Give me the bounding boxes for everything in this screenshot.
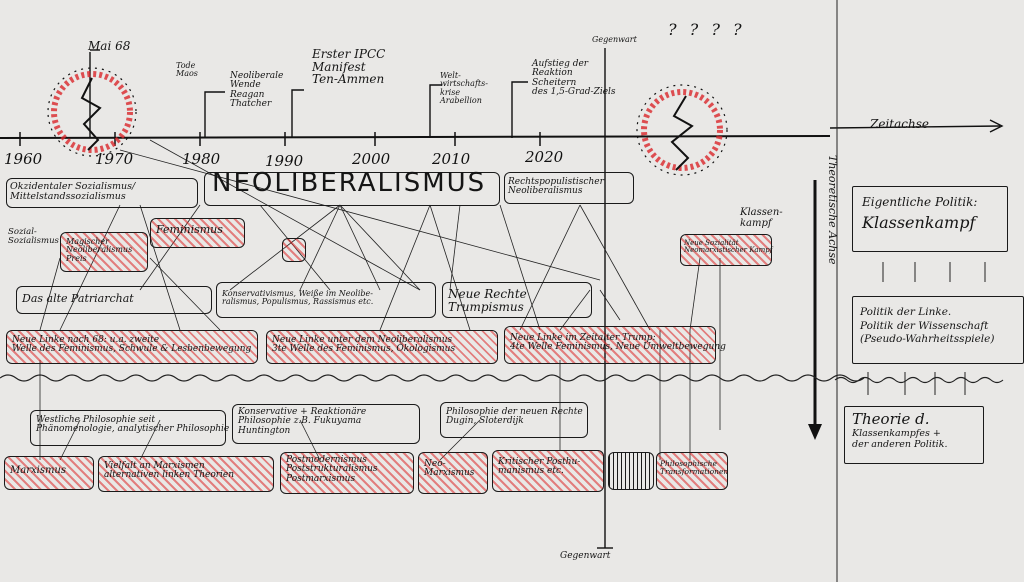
box-kritischer-posthumanismus bbox=[492, 450, 604, 492]
box-neue-linke-68 bbox=[6, 330, 258, 364]
time-axis-arrow bbox=[989, 119, 1004, 133]
box-postmodernismus bbox=[280, 452, 414, 494]
box-rechtspopulismus bbox=[504, 172, 634, 204]
box-neue-linke-trump bbox=[504, 326, 716, 364]
theory-axis-label: Theoretische Achse bbox=[826, 155, 839, 265]
year-1960: 1960 bbox=[4, 150, 43, 168]
year-2000: 2000 bbox=[352, 150, 391, 168]
box-neue-sozialitaet bbox=[680, 234, 772, 266]
box-vielfalt-marxismen bbox=[98, 456, 274, 492]
event-markers bbox=[89, 49, 528, 138]
label-theorie: Theorie d.Klassenkampfes +der anderen Po… bbox=[852, 410, 948, 451]
wavy-divider bbox=[0, 374, 865, 382]
label-eigentliche-politik: Eigentliche Politik:Klassenkampf bbox=[862, 195, 978, 232]
box-marxismus bbox=[4, 456, 94, 490]
label-politik-linke: Politik der Linke.Politik der Wissenscha… bbox=[860, 306, 995, 346]
box-mittelstandssozialismus bbox=[6, 178, 198, 208]
time-axis-extension bbox=[829, 125, 1001, 129]
box-philosophie-neue-rechte bbox=[440, 402, 588, 438]
event-mai68: Mai 68 bbox=[88, 39, 131, 53]
box-neue-linke-neoliberal bbox=[266, 330, 498, 364]
year-1970: 1970 bbox=[95, 150, 134, 168]
sidebar-arrows bbox=[867, 262, 986, 395]
box-feminismus bbox=[150, 218, 245, 248]
present-label-top: Gegenwart bbox=[592, 35, 637, 44]
present-label-bottom: Gegenwart bbox=[560, 551, 611, 561]
year-1990: 1990 bbox=[265, 152, 304, 170]
box-neomarxismus bbox=[418, 452, 488, 494]
explosion-future bbox=[636, 84, 728, 176]
label-kritischer-posthumanismus: Kritischer Posthu-manismus etc. bbox=[498, 457, 581, 477]
box-westliche-philosophie bbox=[30, 410, 226, 446]
explosion-1968 bbox=[47, 67, 137, 157]
label-konservativismus: Konservativismus, Weiße im Neolibe-ralis… bbox=[222, 289, 374, 307]
box-magischer bbox=[60, 232, 148, 272]
label-altes-patriarchat: Das alte Patriarchat bbox=[22, 292, 134, 305]
sidebar-box-theorie bbox=[844, 406, 984, 464]
time-axis-label: Zeitachse bbox=[870, 117, 929, 131]
label-sozialsozialismus: Sozial-Sozialismus bbox=[8, 227, 59, 246]
label-klassenkampf-top: Klassen-kampf bbox=[740, 207, 783, 229]
sidebar-box-eigentliche-politik bbox=[852, 186, 1008, 252]
label-neue-linke-trump: Neue Linke im Zeitalter Trump:4te Welle … bbox=[510, 333, 726, 353]
label-neomarxismus: Neo-Marxismus bbox=[424, 459, 475, 479]
label-feminismus: Feminismus bbox=[156, 223, 223, 236]
box-crosshatch bbox=[282, 238, 306, 262]
box-altes-patriarchat bbox=[16, 286, 212, 314]
year-1980: 1980 bbox=[182, 150, 221, 168]
label-marxismus: Marxismus bbox=[10, 465, 67, 476]
title-neoliberalismus: NEOLIBERALISMUS bbox=[212, 168, 487, 198]
box-neoliberalismus bbox=[204, 172, 500, 206]
future-question-marks: ? ? ? ? bbox=[668, 20, 746, 39]
box-philosophische-transformationen bbox=[656, 452, 728, 490]
label-mittelstandssozialismus: Okzidentaler Sozialismus/ Mittelstandsso… bbox=[10, 181, 136, 202]
box-neue-rechte bbox=[442, 282, 592, 318]
theory-axis-arrow bbox=[808, 424, 822, 440]
box-konservativismus bbox=[216, 282, 436, 318]
box-transformation-grid bbox=[608, 452, 654, 490]
year-2020: 2020 bbox=[525, 148, 564, 166]
box-konservative-philosophie bbox=[232, 404, 420, 444]
time-axis-line bbox=[0, 135, 831, 139]
year-2010: 2010 bbox=[432, 150, 471, 168]
